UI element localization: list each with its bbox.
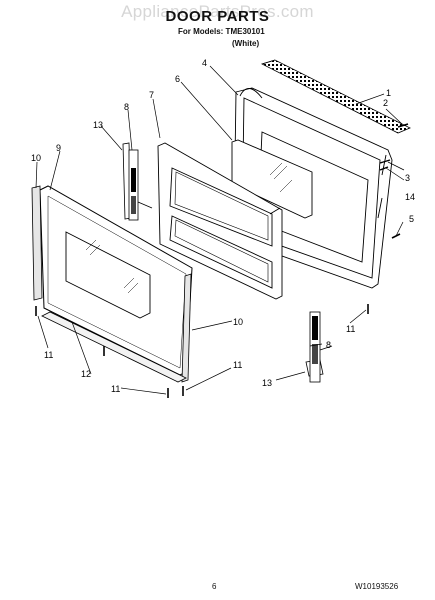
callout-2: 2 bbox=[383, 98, 388, 108]
callout-11-right: 11 bbox=[346, 324, 355, 334]
side-trim-left bbox=[31, 185, 43, 301]
callout-13-lower: 13 bbox=[262, 378, 272, 388]
screw-part-2 bbox=[397, 123, 409, 128]
outer-door-panel bbox=[39, 185, 193, 376]
callout-8-lower: 8 bbox=[326, 340, 331, 350]
hinge-lower bbox=[309, 311, 333, 383]
screw-part-3 bbox=[379, 159, 391, 164]
models-line: For Models: TME30101 bbox=[178, 27, 265, 36]
callout-10-right: 10 bbox=[233, 317, 243, 327]
callout-12: 12 bbox=[81, 369, 91, 379]
callout-4: 4 bbox=[202, 58, 207, 68]
callout-11-bottom-right: 11 bbox=[233, 360, 242, 370]
callout-6: 6 bbox=[175, 74, 180, 84]
leader-lines bbox=[35, 65, 405, 395]
diagram-title: DOOR PARTS bbox=[165, 8, 270, 25]
callout-1: 1 bbox=[386, 88, 391, 98]
watermark: AppliancePartsPros.com bbox=[121, 2, 314, 21]
color-note: (White) bbox=[232, 39, 260, 48]
hinge-upper bbox=[128, 149, 153, 221]
callout-7: 7 bbox=[149, 90, 154, 100]
document-number: W10193526 bbox=[355, 582, 399, 591]
callout-11-bottom-left: 11 bbox=[111, 384, 120, 394]
callout-8-upper: 8 bbox=[124, 102, 129, 112]
side-trim-right bbox=[181, 273, 192, 383]
callout-9: 9 bbox=[56, 143, 61, 153]
callout-10-left: 10 bbox=[31, 153, 41, 163]
callout-14: 14 bbox=[405, 192, 415, 202]
callout-13-upper: 13 bbox=[93, 120, 103, 130]
bottom-trim bbox=[41, 311, 187, 383]
callout-11-left: 11 bbox=[44, 350, 53, 360]
callout-3: 3 bbox=[405, 173, 410, 183]
vent-trim bbox=[260, 59, 411, 134]
page-number: 6 bbox=[212, 582, 217, 591]
door-frame bbox=[157, 142, 283, 300]
screw-part-14 bbox=[379, 166, 389, 171]
callout-5: 5 bbox=[409, 214, 414, 224]
callout-numbers: 1 2 3 4 5 6 7 8 8 9 10 10 11 11 11 11 12… bbox=[31, 58, 415, 394]
